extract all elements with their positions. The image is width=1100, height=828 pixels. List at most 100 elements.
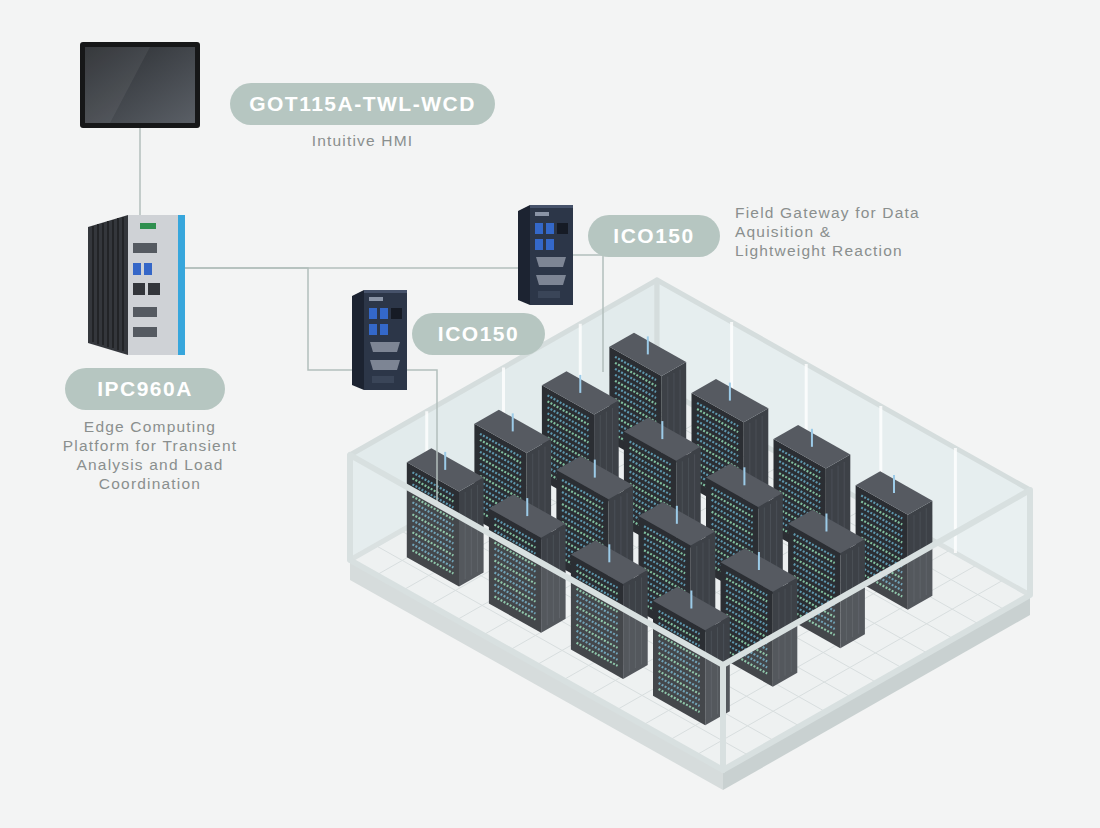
server-unit bbox=[861, 525, 902, 548]
field-wire bbox=[405, 370, 437, 505]
cooling-pipe bbox=[729, 383, 731, 401]
rack-top bbox=[721, 548, 798, 591]
server-unit bbox=[480, 458, 521, 481]
rack-top bbox=[856, 471, 933, 514]
cooling-pipe bbox=[743, 467, 745, 485]
server-unit bbox=[615, 381, 656, 404]
device-node: ICO150Field Gateway for Data Aquisition … bbox=[518, 205, 573, 305]
server-unit bbox=[630, 454, 671, 477]
rack-top bbox=[474, 410, 551, 453]
rack-top bbox=[774, 425, 851, 468]
server-unit bbox=[562, 504, 603, 527]
server-unit bbox=[726, 614, 767, 637]
server-unit bbox=[861, 513, 902, 536]
cooling-pipe bbox=[676, 506, 678, 524]
server-unit bbox=[630, 478, 671, 501]
rack-top bbox=[653, 587, 730, 630]
server-unit bbox=[562, 498, 603, 521]
device-label: IPC960A bbox=[65, 368, 225, 410]
device-label: ICO150 bbox=[588, 215, 720, 257]
server-unit bbox=[726, 584, 767, 607]
device-node: GOT115A-TWL-WCDIntuitive HMI bbox=[80, 42, 200, 128]
monitor-bezel bbox=[80, 42, 200, 128]
server-unit bbox=[726, 590, 767, 613]
server-unit bbox=[562, 510, 603, 533]
server-unit bbox=[630, 442, 671, 465]
server-unit bbox=[480, 446, 521, 469]
server-unit bbox=[779, 455, 820, 478]
server-unit bbox=[697, 409, 738, 432]
cooling-pipe bbox=[512, 413, 514, 431]
server-unit bbox=[779, 461, 820, 484]
server-unit bbox=[562, 486, 603, 509]
device-description: Intuitive HMI bbox=[230, 131, 495, 150]
device-label: ICO150 bbox=[412, 313, 545, 355]
server-unit bbox=[726, 608, 767, 631]
cooling-pipe bbox=[758, 552, 760, 570]
server-unit bbox=[726, 572, 767, 595]
screen-reflection bbox=[85, 47, 150, 123]
server-unit bbox=[712, 506, 753, 529]
server-unit bbox=[547, 395, 588, 418]
server-unit bbox=[861, 531, 902, 554]
server-unit bbox=[644, 532, 685, 555]
monitor-screen bbox=[85, 47, 195, 123]
front-panel bbox=[128, 215, 178, 355]
edge-computer bbox=[88, 215, 185, 355]
server-unit bbox=[697, 439, 738, 462]
server-unit bbox=[794, 546, 835, 569]
server-unit bbox=[712, 488, 753, 511]
front-glass-wall bbox=[723, 490, 1030, 770]
fin-line bbox=[112, 220, 114, 348]
server-unit bbox=[644, 538, 685, 561]
server-unit bbox=[644, 562, 685, 585]
network-link bbox=[185, 267, 518, 269]
field-wire bbox=[573, 255, 603, 372]
server-unit bbox=[615, 363, 656, 386]
server-unit bbox=[712, 518, 753, 541]
cooling-pipe bbox=[893, 475, 895, 493]
server-unit bbox=[726, 578, 767, 601]
server-unit bbox=[480, 440, 521, 463]
cooling-pipe bbox=[444, 452, 446, 470]
rack-top bbox=[571, 541, 648, 584]
serial-port bbox=[133, 307, 157, 317]
server-unit bbox=[794, 540, 835, 563]
server-unit bbox=[630, 460, 671, 483]
rack-top bbox=[639, 502, 716, 545]
server-unit bbox=[547, 407, 588, 430]
server-unit bbox=[712, 500, 753, 523]
fin-line bbox=[117, 218, 119, 350]
front-glass-wall bbox=[350, 455, 723, 770]
server-unit bbox=[697, 403, 738, 426]
server-unit bbox=[779, 479, 820, 502]
server-unit bbox=[794, 576, 835, 599]
server-unit bbox=[615, 393, 656, 416]
server-unit bbox=[615, 375, 656, 398]
server-unit bbox=[794, 570, 835, 593]
server-unit bbox=[547, 419, 588, 442]
server-unit bbox=[712, 494, 753, 517]
fin-line bbox=[92, 226, 94, 342]
server-unit bbox=[615, 369, 656, 392]
rack-top bbox=[706, 464, 783, 507]
usb-port bbox=[144, 263, 152, 275]
fin-line bbox=[97, 224, 99, 344]
server-unit bbox=[794, 558, 835, 581]
cooling-pipe bbox=[579, 375, 581, 393]
cooling-pipe bbox=[526, 498, 528, 516]
server-unit bbox=[480, 464, 521, 487]
server-unit bbox=[712, 524, 753, 547]
server-unit bbox=[644, 556, 685, 579]
cooling-pipe bbox=[811, 429, 813, 447]
server-unit bbox=[630, 466, 671, 489]
rack-top bbox=[489, 494, 566, 537]
server-unit bbox=[615, 387, 656, 410]
cooling-pipe bbox=[661, 421, 663, 439]
server-unit bbox=[697, 433, 738, 456]
cooling-pipe bbox=[647, 336, 649, 354]
server-unit bbox=[562, 516, 603, 539]
device-description: Field Gateway for Data Aquisition & Ligh… bbox=[735, 203, 925, 260]
server-unit bbox=[794, 552, 835, 575]
